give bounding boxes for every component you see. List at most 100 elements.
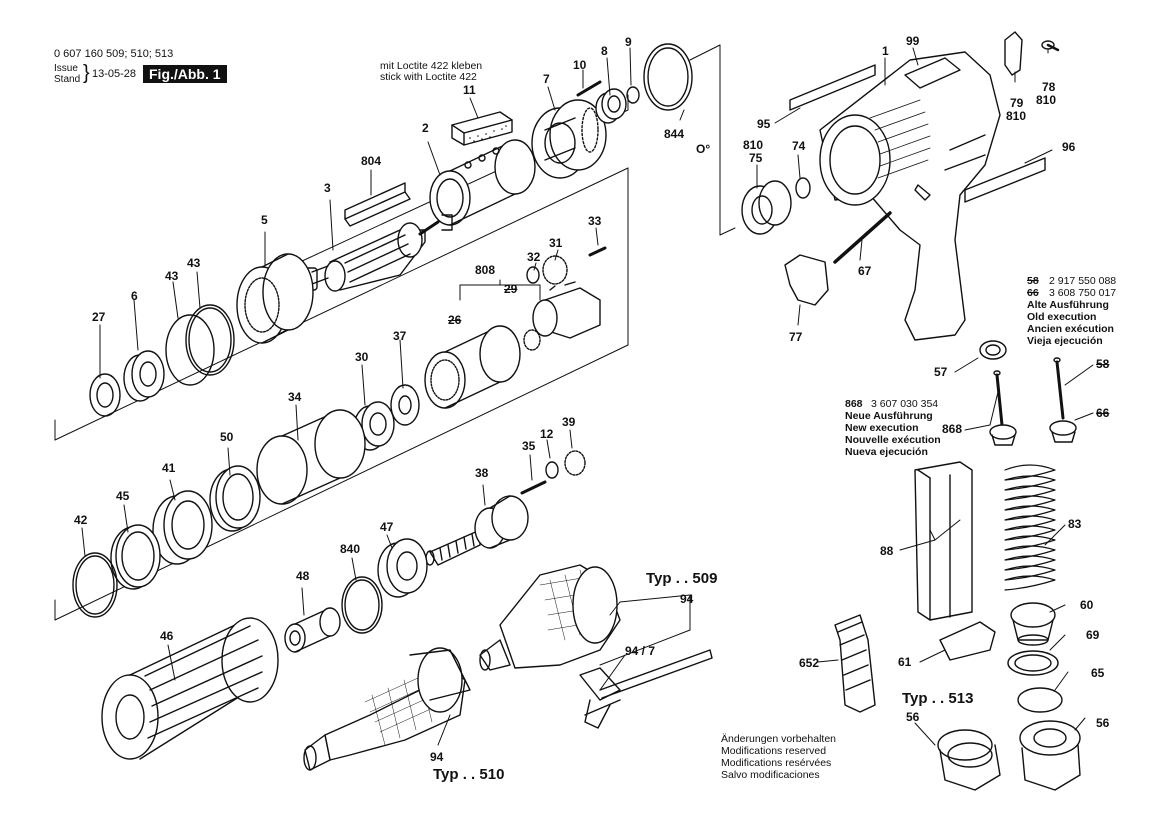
part-74-ring: [795, 177, 811, 199]
issue-brace: }: [83, 62, 90, 84]
part-7-gear-housing: [531, 99, 607, 179]
part-37-washer: [390, 384, 420, 426]
part-65-ring: [1017, 687, 1063, 713]
part-label-78: 78: [1042, 80, 1056, 94]
part-75-cap: [741, 180, 792, 235]
part-67-pin: [833, 211, 892, 264]
part-label-61: 61: [898, 655, 912, 669]
part-9-small-ring: [626, 86, 640, 104]
issue-label: Issue: [54, 63, 78, 74]
part-840-oring: [341, 576, 383, 634]
part-label-868: 868: [942, 422, 963, 436]
part-label-9: 9: [625, 35, 632, 49]
issue-date: 13-05-28: [92, 68, 137, 80]
part-label-810-a: 810: [743, 138, 764, 152]
part-label-45: 45: [116, 489, 130, 503]
part-38-spindle: [425, 495, 529, 566]
part-numbers-header: 0 607 160 509; 510; 513: [54, 48, 174, 60]
part-3-rotor: [304, 220, 440, 292]
part-50-ring: [209, 465, 261, 532]
part-label-7: 7: [543, 72, 550, 86]
old-exec-de: Alte Ausführung: [1027, 299, 1109, 311]
part-label-32: 32: [527, 250, 541, 264]
part-2-cylinder: [429, 139, 536, 231]
part-58-old-valve: [1049, 357, 1077, 443]
part-8-bearing: [595, 88, 627, 124]
part-label-39: 39: [562, 415, 576, 429]
part-12-washer: [545, 461, 559, 479]
part-label-30: 30: [355, 350, 369, 364]
part-label-1: 1: [882, 44, 889, 58]
part-43-orings: [165, 304, 235, 386]
new-exec-part: 3 607 030 354: [871, 398, 939, 410]
label-strips: [789, 57, 1046, 203]
part-label-43b: 43: [165, 269, 179, 283]
part-label-56-right: 56: [1096, 716, 1110, 730]
part-label-12: 12: [540, 427, 554, 441]
part-label-810-c: 810: [1036, 93, 1057, 107]
part-label-96: 96: [1062, 140, 1076, 154]
changes-note-fr: Modifications resérvées: [721, 757, 832, 769]
part-868-valve: [989, 370, 1017, 446]
part-label-66: 66: [1096, 406, 1110, 420]
part-label-94-chuck-509: 94: [680, 592, 694, 606]
stand-label: Stand: [54, 74, 81, 85]
part-label-27: 27: [92, 310, 106, 324]
part-label-11: 11: [463, 83, 476, 97]
part-label-41: 41: [162, 461, 176, 475]
part-label-42: 42: [74, 513, 88, 527]
part-label-844: 844: [664, 127, 685, 141]
part-57-washer: [979, 340, 1007, 360]
part-79-clip: [1004, 31, 1023, 76]
part-77-lever: [784, 254, 829, 306]
part-label-29: 29: [504, 282, 518, 296]
part-label-840: 840: [340, 542, 361, 556]
part-label-804: 804: [361, 154, 382, 168]
part-label-5: 5: [261, 213, 268, 227]
part-label-58: 58: [1096, 357, 1110, 371]
part-30-bushing: [353, 401, 395, 451]
part-label-10: 10: [573, 58, 587, 72]
part-label-3: 3: [324, 181, 331, 195]
part-label-67: 67: [858, 264, 872, 278]
part-label-75: 75: [749, 151, 763, 165]
old-exec-en: Old execution: [1027, 311, 1097, 323]
loctite-note-de: mit Loctite 422 kleben: [380, 60, 483, 72]
part-35-pin: [520, 480, 547, 495]
figure-label: Fig./Abb. 1: [143, 65, 227, 83]
part-48-sleeve: [284, 607, 341, 653]
part-label-48: 48: [296, 569, 310, 583]
part-label-69: 69: [1086, 628, 1100, 642]
part-56-plug-513: [937, 729, 1001, 791]
part-652-fitting: [834, 614, 876, 713]
type-510-label: Typ . . 510: [433, 766, 505, 783]
changes-note-en: Modifications reserved: [721, 745, 827, 757]
part-label-8: 8: [601, 44, 608, 58]
part-5-ring-gear: [236, 253, 314, 344]
part-label-56-513: 56: [906, 710, 920, 724]
part-1-housing: [819, 51, 1001, 341]
part-31-32-pinions: [526, 246, 607, 285]
part-label-74: 74: [792, 139, 806, 153]
part-label-57: 57: [934, 365, 948, 379]
loctite-note-en: stick with Loctite 422: [380, 71, 477, 83]
old-exec-num-66: 66: [1027, 287, 1039, 299]
o-ring-mark: O°: [696, 142, 711, 156]
part-label-99: 99: [906, 34, 920, 48]
part-label-26: 26: [448, 313, 462, 327]
part-label-77: 77: [789, 330, 803, 344]
part-94-chuck-510: [303, 647, 471, 771]
part-804-strip: [344, 182, 411, 227]
part-label-60: 60: [1080, 598, 1094, 612]
part-label-47: 47: [380, 520, 394, 534]
changes-note-de: Änderungen vorbehalten: [721, 733, 837, 745]
new-exec-en: New execution: [845, 422, 919, 434]
part-844-oring: [643, 43, 693, 111]
part-label-2: 2: [422, 121, 429, 135]
part-label-95: 95: [757, 117, 771, 131]
part-label-808: 808: [475, 263, 496, 277]
part-78-screw: [1041, 40, 1060, 52]
part-label-33: 33: [588, 214, 602, 228]
part-label-35: 35: [522, 439, 536, 453]
